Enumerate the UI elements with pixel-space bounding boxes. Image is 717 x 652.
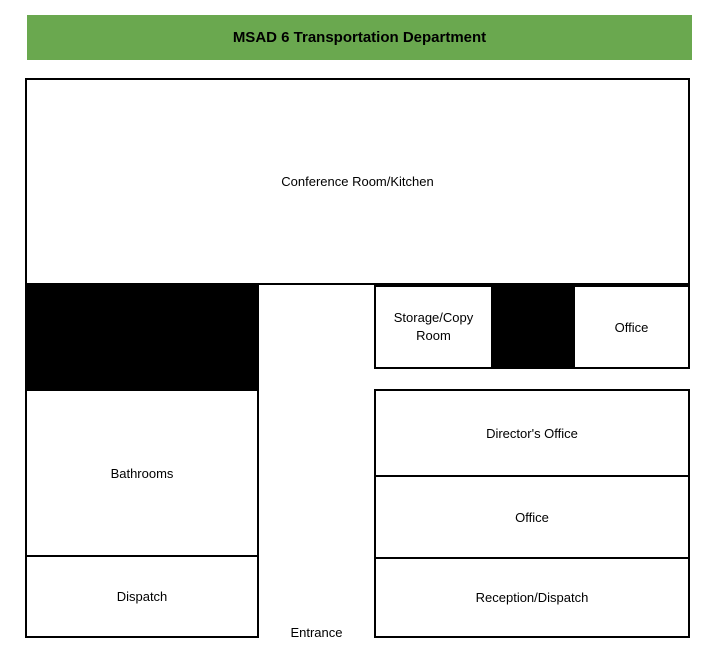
- room-office-top-right: Office: [575, 287, 688, 367]
- room-label-conference-kitchen: Conference Room/Kitchen: [281, 173, 434, 189]
- room-dispatch: Dispatch: [27, 557, 257, 636]
- room-column-left: Bathrooms Dispatch: [25, 389, 259, 638]
- page-title: MSAD 6 Transportation Department: [232, 29, 487, 46]
- room-office-middle-right: Office: [376, 477, 688, 559]
- room-label-bathrooms: Bathrooms: [110, 465, 174, 481]
- title-bar: MSAD 6 Transportation Department: [27, 15, 692, 60]
- room-label-dispatch: Dispatch: [116, 589, 168, 604]
- room-bathrooms: Bathrooms: [27, 391, 257, 557]
- room-reception-dispatch: Reception/Dispatch: [376, 559, 688, 636]
- entrance-label: Entrance: [259, 623, 374, 641]
- room-storage-copy: Storage/Copy Room: [376, 287, 491, 367]
- room-column-right: Director's Office Office Reception/Dispa…: [374, 389, 690, 638]
- entrance-text: Entrance: [290, 624, 343, 640]
- room-directors-office: Director's Office: [376, 391, 688, 477]
- room-label-reception-dispatch: Reception/Dispatch: [475, 590, 589, 605]
- room-label-office-middle-right: Office: [515, 509, 549, 525]
- room-label-office-top-right: Office: [614, 319, 649, 335]
- room-label-storage-copy: Storage/Copy Room: [393, 310, 474, 343]
- room-row-storage-office: Storage/Copy Room Office: [374, 285, 690, 369]
- room-conference-kitchen: Conference Room/Kitchen: [25, 78, 690, 285]
- blocked-area-middle: [491, 287, 575, 367]
- blocked-area-left: [25, 285, 259, 389]
- room-label-directors-office: Director's Office: [486, 425, 578, 441]
